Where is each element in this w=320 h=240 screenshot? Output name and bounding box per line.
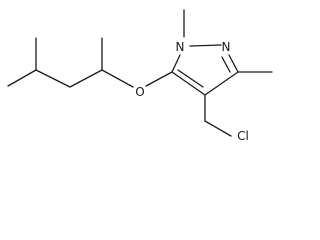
bond-c3ring-c4ring — [204, 71, 239, 96]
bond-c4ring-c5ring — [171, 71, 206, 96]
bond-o-c5ring — [145, 71, 173, 87]
bond-c4-c5 — [69, 69, 103, 88]
atom-label-cl: Cl — [237, 129, 249, 143]
bond-ch2-cl — [204, 120, 232, 137]
bond-c4ring-c5ring-double — [177, 69, 204, 88]
structure-diagram: N N O Cl — [7, 9, 273, 143]
molecule-structure: N N O Cl — [7, 9, 273, 143]
atom-label-n1: N — [176, 40, 185, 54]
bond-n2-c3ring-double — [221, 56, 231, 73]
bond-c1-c2 — [7, 69, 37, 87]
bond-c5-o — [101, 69, 134, 88]
bond-n2-c3ring — [228, 54, 239, 73]
atom-label-n2: N — [222, 40, 231, 54]
bond-c2-c4 — [35, 69, 71, 88]
atom-label-o: O — [135, 85, 144, 99]
bond-n1-n2 — [189, 44, 222, 47]
bond-c5ring-n1 — [171, 54, 181, 73]
